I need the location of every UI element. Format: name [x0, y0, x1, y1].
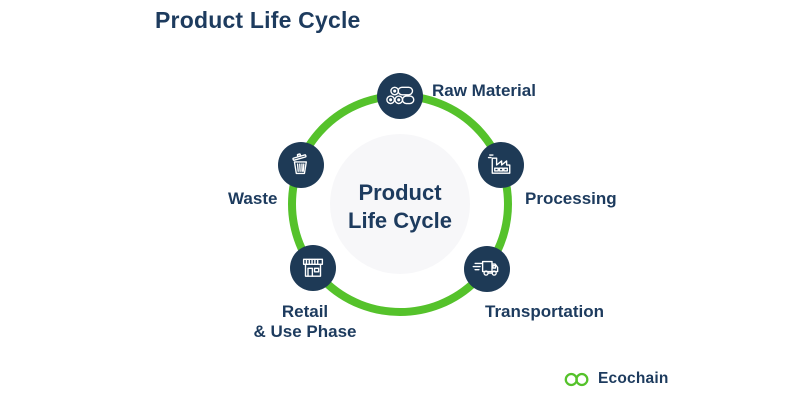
inner-circle — [330, 134, 470, 274]
trash-icon — [292, 153, 307, 175]
label-processing: Processing — [525, 189, 617, 208]
infinity-icon — [564, 372, 589, 386]
center-label-line1: Product — [358, 180, 442, 205]
brand-name: Ecochain — [598, 370, 669, 387]
factory-icon — [487, 154, 511, 174]
page-title: Product Life Cycle — [155, 7, 361, 33]
node-raw-material — [377, 73, 423, 119]
label-raw-material: Raw Material — [432, 81, 536, 100]
node-processing — [478, 142, 524, 188]
node-retail-use-phase — [290, 245, 336, 291]
label-retail-line1: Retail — [281, 302, 329, 321]
label-retail-line2: & Use Phase — [253, 321, 357, 341]
truck-icon — [472, 260, 499, 276]
center-label-line2: Life Cycle — [348, 208, 452, 233]
node-waste — [278, 142, 324, 188]
label-transportation: Transportation — [485, 302, 605, 321]
store-icon — [302, 258, 324, 277]
label-waste: Waste — [228, 189, 278, 208]
label-retail-use-phase: Retail & Use Phase — [235, 302, 375, 341]
brand-logo: Ecochain — [562, 370, 669, 388]
center-label: Product Life Cycle — [288, 179, 512, 235]
logs-icon — [386, 86, 415, 105]
node-transportation — [464, 246, 510, 292]
